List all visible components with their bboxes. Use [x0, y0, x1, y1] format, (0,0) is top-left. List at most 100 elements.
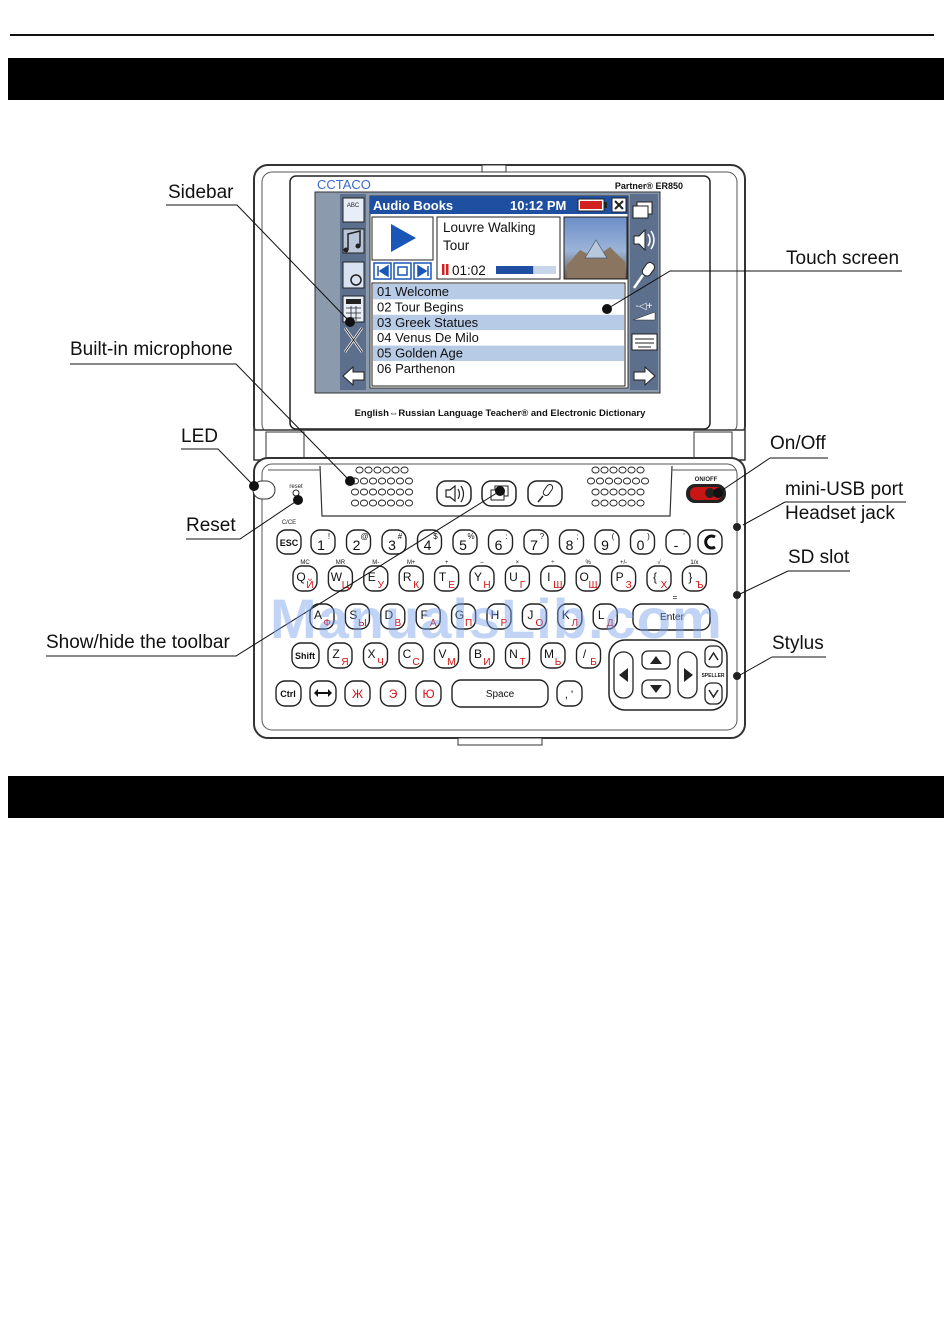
letter-key[interactable]: VМ: [433, 642, 460, 669]
number-key[interactable]: 1!: [310, 529, 336, 555]
letter-key[interactable]: /Б: [575, 642, 602, 669]
tools-icon[interactable]: [343, 327, 364, 353]
close-icon[interactable]: [611, 197, 627, 213]
svg-text:%: %: [467, 532, 474, 541]
track-list-item[interactable]: 02 Tour Begins: [373, 299, 624, 315]
track-list-item[interactable]: 04 Venus De Milo: [373, 330, 624, 346]
right-arrow-key[interactable]: [677, 651, 698, 699]
down-arrow-key[interactable]: [641, 679, 671, 699]
letter-key[interactable]: AФ: [309, 603, 335, 630]
arrow-keypad[interactable]: [608, 639, 728, 711]
space-key[interactable]: Space: [451, 679, 549, 708]
letter-key[interactable]: 1/x}Ъ: [681, 560, 708, 592]
letter-key[interactable]: MЬ: [540, 642, 566, 669]
letter-key[interactable]: SЫ: [344, 603, 371, 630]
speaker-grille-right: [586, 466, 650, 507]
number-key[interactable]: 8;: [558, 529, 585, 555]
letter-key[interactable]: ÷IШ: [540, 560, 566, 592]
enter-key[interactable]: Enter: [632, 603, 711, 631]
track-list-item[interactable]: 06 Parthenon: [373, 361, 624, 377]
sidebar-right[interactable]: -◁+: [631, 201, 658, 387]
number-key[interactable]: 6:: [487, 529, 514, 555]
next-track-button[interactable]: [413, 262, 432, 280]
previous-track-button[interactable]: [373, 262, 392, 280]
number-key[interactable]: 4$: [416, 529, 443, 555]
sidebar-left[interactable]: ABC: [342, 197, 365, 387]
forward-arrow-icon[interactable]: [633, 365, 656, 387]
up-arrow-key[interactable]: [641, 650, 671, 670]
number-key[interactable]: 0): [629, 529, 656, 555]
letter-key[interactable]: ×UГ: [504, 560, 531, 592]
letter-key[interactable]: NТ: [504, 642, 531, 669]
letter-key[interactable]: DВ: [380, 603, 406, 630]
letter-key[interactable]: JО: [521, 603, 548, 630]
track-list-item[interactable]: 03 Greek Statues: [373, 314, 624, 331]
svg-text:(: (: [612, 532, 615, 541]
abc-book-icon[interactable]: ABC: [342, 197, 365, 223]
letter-key[interactable]: LД: [592, 603, 618, 630]
letter-key[interactable]: XЧ: [362, 642, 389, 669]
letter-key[interactable]: HР: [486, 603, 512, 630]
number-key[interactable]: 3#: [381, 529, 407, 555]
volume-icon[interactable]: -◁+: [632, 301, 656, 321]
letter-key[interactable]: GП: [450, 603, 477, 630]
page-up-key[interactable]: [704, 645, 723, 668]
svg-text:L: L: [598, 608, 605, 622]
svg-text:Ф: Ф: [323, 618, 331, 629]
svg-text:/: /: [583, 647, 587, 661]
letter-key[interactable]: KЛ: [557, 603, 583, 630]
cyrillic-key[interactable]: Ю: [415, 680, 442, 707]
svg-text:W: W: [331, 570, 343, 584]
microphone-icon[interactable]: [632, 261, 656, 289]
number-key[interactable]: 9(: [594, 529, 620, 555]
keyboard-icon[interactable]: [631, 333, 658, 351]
svg-text:+/-: +/-: [620, 560, 627, 566]
comma-key[interactable]: , ': [556, 680, 583, 707]
svg-text:П: П: [465, 618, 472, 629]
number-key[interactable]: -': [665, 529, 691, 555]
stop-button[interactable]: [393, 262, 412, 280]
letter-key[interactable]: √{Х: [646, 559, 672, 592]
speller-text: SPELLER: [701, 673, 724, 679]
toolbar-mic-button[interactable]: [527, 480, 563, 507]
cyrillic-key[interactable]: Э: [379, 680, 407, 707]
track-list-label: 04 Venus De Milo: [377, 330, 479, 345]
back-arrow-icon[interactable]: [342, 365, 365, 387]
speaker-icon[interactable]: [633, 228, 655, 252]
svg-text:E: E: [368, 570, 376, 584]
svg-text:Ш: Ш: [553, 580, 562, 591]
shift-key[interactable]: Shift: [291, 642, 320, 669]
track-list-item[interactable]: 01 Welcome: [373, 284, 624, 300]
number-key[interactable]: 2@: [345, 529, 372, 555]
window-toggle-icon[interactable]: [632, 201, 653, 219]
svg-text:Р: Р: [501, 618, 508, 629]
clear-key[interactable]: [697, 529, 723, 555]
language-swap-key[interactable]: [309, 680, 337, 707]
left-arrow-key[interactable]: [613, 651, 634, 699]
letter-key[interactable]: BИ: [469, 642, 495, 669]
letter-key[interactable]: ZЯ: [327, 642, 353, 669]
number-key[interactable]: 7?: [523, 529, 549, 555]
page-down-key[interactable]: [704, 682, 723, 705]
music-notes-icon[interactable]: [342, 228, 365, 254]
toolbar-speaker-button[interactable]: [436, 480, 472, 507]
letter-key[interactable]: CС: [398, 642, 424, 669]
letter-key[interactable]: –YН: [469, 560, 495, 592]
esc-key[interactable]: ESC: [276, 529, 302, 555]
cyrillic-key[interactable]: Ж: [344, 680, 371, 707]
play-button[interactable]: [371, 216, 434, 261]
letter-key[interactable]: +/-PЗ: [610, 560, 637, 592]
track-list-item[interactable]: 05 Golden Age: [373, 345, 624, 361]
letter-key[interactable]: M+RК: [398, 560, 424, 592]
letter-key[interactable]: +TЕ: [433, 560, 460, 592]
letter-key[interactable]: FА: [415, 603, 441, 630]
track-list-label: 06 Parthenon: [377, 361, 455, 376]
ctrl-key[interactable]: Ctrl: [275, 680, 302, 707]
letter-key[interactable]: %OЩ: [575, 560, 601, 592]
number-key[interactable]: 5%: [452, 529, 478, 555]
audio-book-icon[interactable]: [342, 261, 365, 289]
